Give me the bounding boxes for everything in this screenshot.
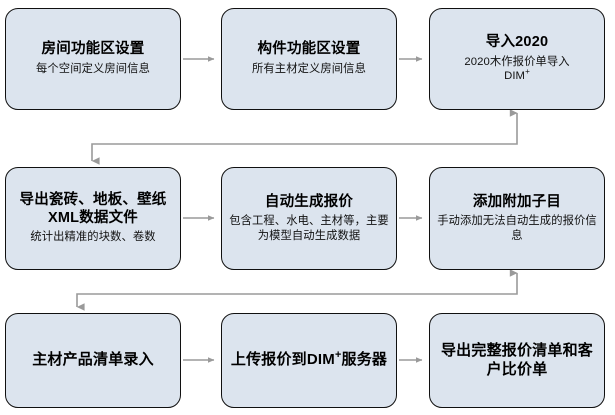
node-auto-generate-quotation[interactable]: 自动生成报价 包含工程、水电、主材等，主要为模型自动生成数据 [221, 167, 397, 270]
node-main-material-product-list-entry[interactable]: 主材产品清单录入 [5, 313, 181, 408]
node-description: 包含工程、水电、主材等，主要为模型自动生成数据 [229, 215, 389, 242]
node-title-post: 服务器 [341, 351, 388, 369]
node-title: 主材产品清单录入 [32, 351, 154, 369]
node-export-xml-data-file[interactable]: 导出瓷砖、地板、壁纸XML数据文件 统计出精准的块数、卷数 [5, 167, 181, 270]
connector-import2020-to-export-xml [91, 109, 518, 165]
node-title: 导出瓷砖、地板、壁纸XML数据文件 [19, 192, 167, 226]
node-description: 所有主材定义房间信息 [252, 63, 366, 76]
node-export-full-quotation-and-comparison[interactable]: 导出完整报价清单和客户比价单 [429, 313, 605, 408]
connector-add-subitem-to-material-entry [76, 269, 518, 311]
node-description: 统计出精准的块数、卷数 [30, 231, 156, 244]
node-component-function-zone-setting[interactable]: 构件功能区设置 所有主材定义房间信息 [221, 8, 397, 110]
node-description: 每个空间定义房间信息 [36, 63, 150, 76]
node-description-line2: DIM [504, 70, 526, 83]
node-title: 导入2020 [485, 34, 549, 51]
node-description: 手动添加无法自动生成的报价信息 [437, 215, 597, 242]
node-add-additional-subitem[interactable]: 添加附加子目 手动添加无法自动生成的报价信息 [429, 167, 605, 270]
node-description: 2020木作报价单导入 DIM+ [464, 55, 569, 84]
node-title: 自动生成报价 [264, 193, 354, 210]
node-import-2020[interactable]: 导入2020 2020木作报价单导入 DIM+ [429, 8, 605, 110]
node-title: 上传报价到DIM+服务器 [230, 349, 388, 369]
node-upload-quotation-to-server[interactable]: 上传报价到DIM+服务器 [221, 313, 397, 408]
superscript-plus: + [334, 349, 342, 362]
node-title: 添加附加子目 [472, 193, 562, 210]
node-description-line1: 2020木作报价单导入 [464, 55, 570, 68]
node-title: 导出完整报价清单和客户比价单 [440, 342, 593, 378]
node-title: 构件功能区设置 [257, 41, 361, 58]
node-title-pre: 上传报价到DIM [230, 351, 335, 369]
superscript-plus: + [525, 67, 530, 77]
node-title: 房间功能区设置 [41, 41, 145, 58]
node-room-function-zone-setting[interactable]: 房间功能区设置 每个空间定义房间信息 [5, 8, 181, 110]
